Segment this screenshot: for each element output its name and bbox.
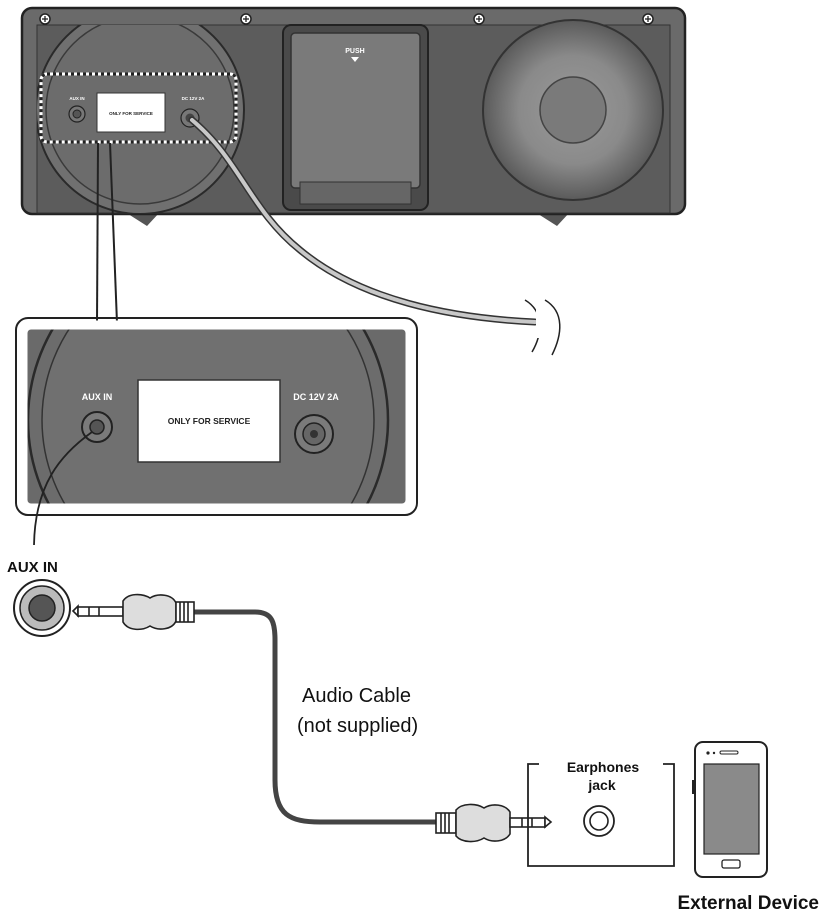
- earphones-jack-box: Earphones jack: [527, 759, 675, 867]
- external-device-label: External Device: [677, 893, 819, 914]
- unit-foot-left: [125, 212, 160, 226]
- dc-zoom-label: DC 12V 2A: [293, 392, 339, 402]
- push-label: PUSH: [345, 48, 364, 55]
- audio-cable: [190, 609, 440, 825]
- highlight-box: [39, 72, 238, 144]
- smartphone-icon: [692, 741, 768, 878]
- service-plate-small: [96, 92, 166, 133]
- aux-jack-large-icon: [13, 579, 71, 637]
- unit-foot-right: [535, 212, 570, 226]
- zoom-line-right: [109, 142, 118, 324]
- service-zoom-label: ONLY FOR SERVICE: [168, 416, 251, 426]
- audio-cable-note: (not supplied): [297, 715, 418, 737]
- audio-plug-right: [435, 803, 553, 843]
- aux-in-zoom-label: AUX IN: [82, 392, 113, 402]
- speaker-center: [539, 76, 607, 144]
- zoom-panel: AUX IN ONLY FOR SERVICE DC 12V 2A: [15, 317, 418, 516]
- dc-small-label: DC 12V 2A: [182, 96, 206, 101]
- jack-label: jack: [587, 777, 615, 793]
- audio-cable-label: Audio Cable: [302, 685, 411, 707]
- main-unit: PUSH AUX IN ONLY FOR SERVICE DC 12V 2A: [20, 6, 687, 226]
- zoom-line-left: [96, 142, 99, 324]
- push-arrow-icon: [351, 57, 359, 62]
- aux-in-small-label: AUX IN: [69, 96, 84, 101]
- aux-in-callout: AUX IN: [7, 559, 58, 576]
- earphones-label: Earphones: [567, 759, 640, 775]
- service-small-label: ONLY FOR SERVICE: [109, 111, 153, 116]
- service-plate: [137, 379, 281, 463]
- audio-plug-left: [71, 593, 195, 631]
- aux-in-leader: [33, 431, 93, 546]
